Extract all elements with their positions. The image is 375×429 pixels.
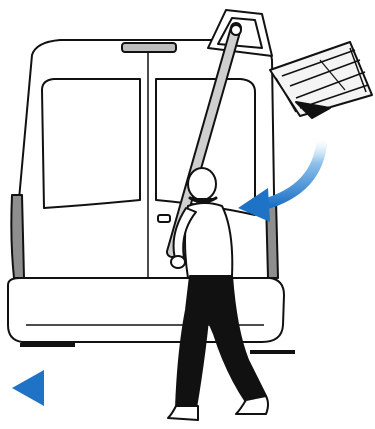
van (8, 40, 284, 342)
ground-shadow (20, 345, 295, 352)
left-arrow-icon (12, 370, 155, 406)
door-handle (158, 215, 170, 222)
left-window (42, 79, 140, 208)
person-right-shoe (236, 396, 268, 414)
van-bumper (8, 278, 284, 342)
folding-ladder (270, 42, 372, 116)
left-tail-light (11, 195, 24, 278)
person-left-shoe (168, 406, 198, 420)
person-head (188, 168, 216, 200)
brake-light (122, 43, 176, 52)
